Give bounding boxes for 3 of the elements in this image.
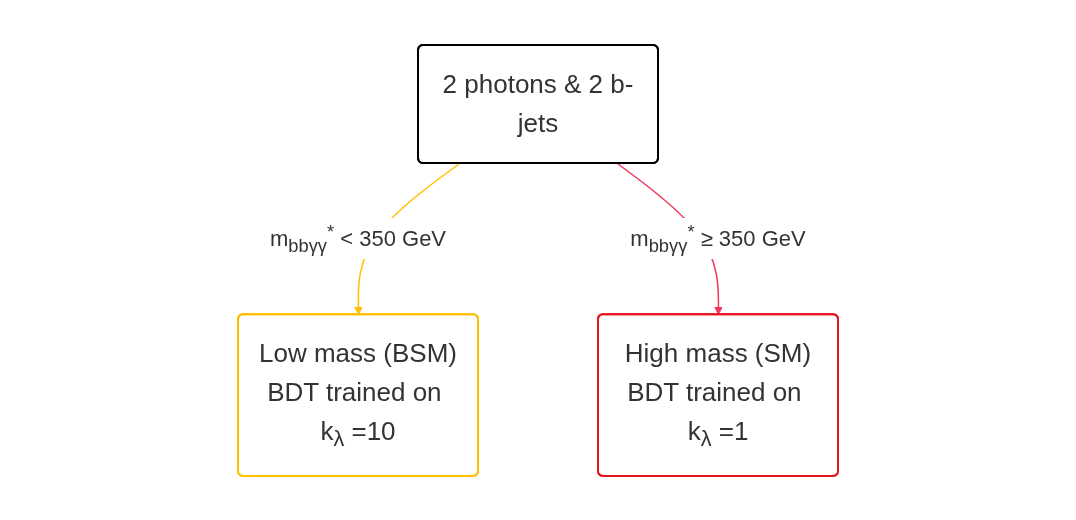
edge-label: m$_{bbγγ}$$^{*}$ < 350 GeV <box>269 220 447 256</box>
edge-label: m$_{bbγγ}$$^{*}$ ≥ 350 GeV <box>630 220 806 256</box>
node-text: 2 photons & 2 b-jets <box>442 68 634 138</box>
